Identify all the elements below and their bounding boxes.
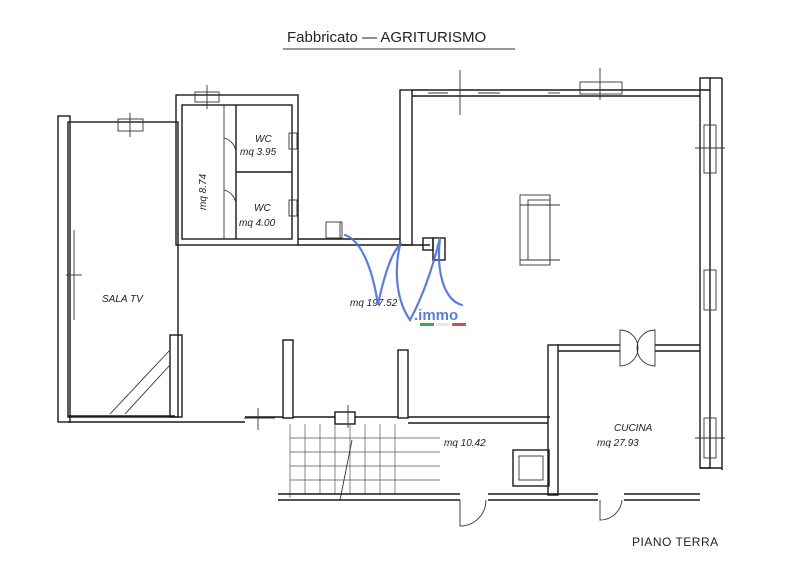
stair-walls <box>244 339 722 527</box>
wc-block-walls <box>175 85 299 246</box>
watermark-logo: .immo <box>343 233 466 326</box>
floor-label: PIANO TERRA <box>632 535 719 549</box>
room-label-wc2: WC <box>254 203 271 214</box>
room-area-wc1: mq 3.95 <box>240 147 277 158</box>
room-label-cucina: CUCINA <box>614 423 653 434</box>
room-area-stairs: mq 10.42 <box>444 438 486 449</box>
room-area-cucina: mq 27.93 <box>597 438 639 449</box>
plan-title: Fabbricato — AGRITURISMO <box>287 29 486 46</box>
sala-tv-walls <box>57 113 245 423</box>
cucina-walls <box>547 329 700 496</box>
room-area-hall: mq 8.74 <box>198 173 209 210</box>
main-room-walls <box>298 68 725 470</box>
room-area-wc2: mq 4.00 <box>239 218 276 229</box>
room-area-main: mq 197.52 <box>350 298 398 309</box>
watermark-text: .immo <box>414 307 458 324</box>
room-label-wc1: WC <box>255 134 272 145</box>
room-label-sala-tv: SALA TV <box>102 294 144 305</box>
